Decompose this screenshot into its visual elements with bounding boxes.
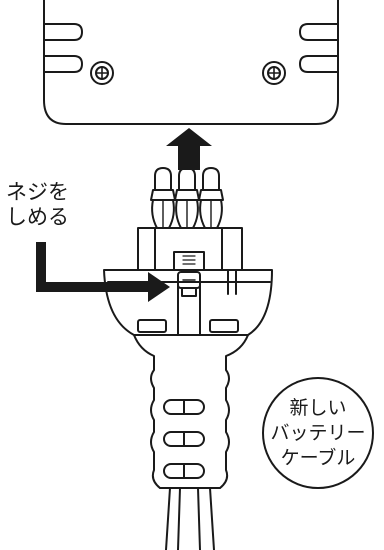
new-cable-badge: 新しい バッテリー ケーブル: [262, 377, 374, 489]
housing-slot-right-1: [299, 23, 339, 41]
phillips-screw-icon: [90, 61, 114, 85]
badge-line: ケーブル: [280, 446, 356, 469]
screw-callout: ネジを しめる: [6, 180, 69, 230]
arrow-up-icon: [166, 128, 212, 170]
cable-strain-relief: [133, 334, 249, 489]
badge-line: バッテリー: [270, 421, 366, 444]
connector-pin: [174, 167, 200, 229]
connector-pins: [150, 167, 224, 229]
plug-screw: [177, 271, 201, 297]
l-arrow-right-icon: [36, 242, 170, 302]
housing-slot-left-1: [43, 23, 83, 41]
screw-callout-line: しめる: [6, 205, 69, 229]
housing-slot-right-2: [299, 55, 339, 73]
screw-callout-line: ネジを: [6, 180, 69, 204]
phillips-screw-icon: [262, 61, 286, 85]
connector-pin: [150, 167, 176, 229]
cable-wires: [165, 487, 215, 550]
connector-pin: [198, 167, 224, 229]
housing-slot-left-2: [43, 55, 83, 73]
badge-line: 新しい: [289, 396, 347, 419]
device-housing: [43, 0, 339, 125]
